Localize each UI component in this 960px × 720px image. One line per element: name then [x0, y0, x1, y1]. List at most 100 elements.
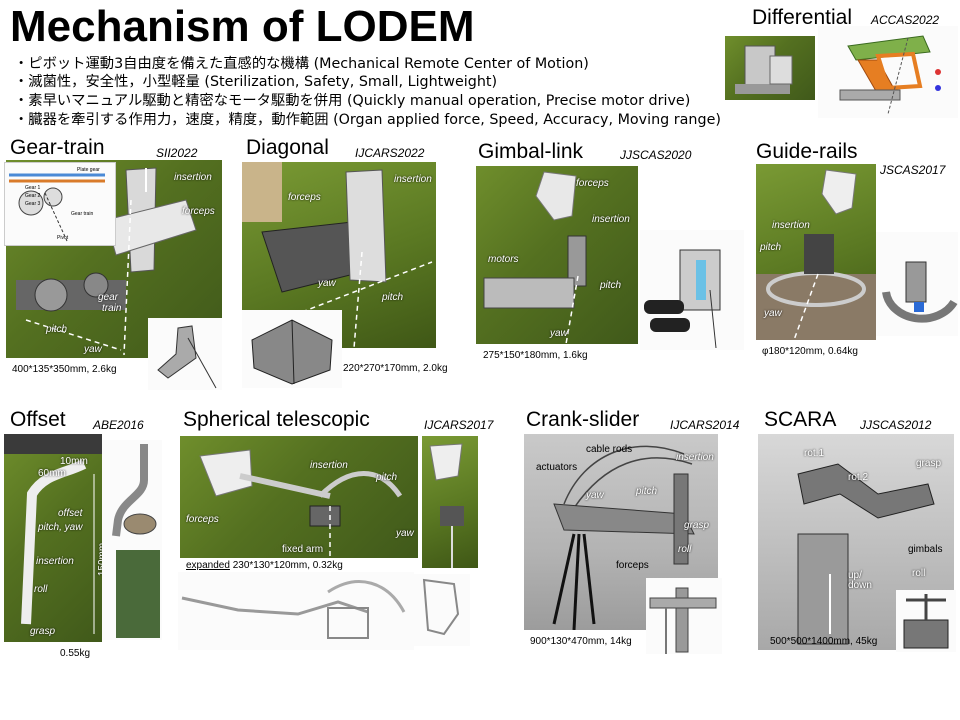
- gimbal-link-photo: forceps insertion motors pitch yaw: [476, 166, 638, 344]
- differential-diagram: [818, 26, 958, 118]
- offset-label-roll: roll: [34, 584, 48, 595]
- crank-slider-label-grasp: grasp: [684, 520, 710, 531]
- gear-train-inset-gear2: Gear 2: [25, 193, 41, 199]
- gear-train-label-gear: gear: [98, 292, 119, 303]
- spherical-telescopic-label-forceps: forceps: [186, 514, 219, 525]
- crank-slider-cad: [646, 578, 722, 654]
- crank-slider-label-insertion: insertion: [676, 452, 714, 463]
- diagonal-label-forceps: forceps: [288, 192, 321, 203]
- offset-ref: ABE2016: [93, 418, 144, 432]
- guide-rails-title: Guide-rails: [756, 140, 858, 163]
- spherical-telescopic-cad-side: [414, 574, 470, 646]
- gimbal-link-ref: JJSCAS2020: [620, 148, 692, 162]
- offset-label-10mm: 10mm: [60, 456, 88, 467]
- gear-train-ref: SII2022: [156, 146, 198, 160]
- gear-train-label-insertion: insertion: [174, 172, 212, 183]
- guide-rails-label-insertion: insertion: [772, 220, 810, 231]
- scara-title: SCARA: [764, 408, 837, 431]
- offset-photo: 10mm 60mm offset pitch, yaw insertion ro…: [4, 434, 102, 642]
- offset-title: Offset: [10, 408, 66, 431]
- spherical-telescopic-spec: expanded 230*130*120mm, 0.32kg: [186, 560, 343, 571]
- gear-train-label-yaw: yaw: [84, 344, 102, 355]
- gear-train-inset-gear3: Gear 3: [25, 201, 41, 207]
- crank-slider-ref: IJCARS2014: [670, 418, 740, 432]
- differential-title: Differential: [752, 6, 852, 29]
- spherical-telescopic-label-fixed-arm: fixed arm: [282, 544, 324, 555]
- crank-slider-label-pitch: pitch: [636, 486, 658, 497]
- spherical-telescopic-label-pitch: pitch: [376, 472, 398, 483]
- gimbal-link-title: Gimbal-link: [478, 140, 584, 163]
- spherical-telescopic-ref: IJCARS2017: [424, 418, 494, 432]
- gear-train-label-train: train: [102, 303, 122, 314]
- gimbal-link-spec: 275*150*180mm, 1.6kg: [483, 350, 588, 361]
- diagonal-cad: [242, 310, 342, 388]
- crank-slider-label-cable-rods: cable rods: [586, 444, 633, 455]
- page-title: Mechanism of LODEM: [10, 2, 475, 51]
- crank-slider-label-forceps: forceps: [616, 560, 649, 571]
- scara-label-down: down: [848, 580, 872, 591]
- gimbal-link-label-insertion: insertion: [592, 214, 630, 225]
- diagonal-label-pitch: pitch: [382, 292, 404, 303]
- offset-label-grasp: grasp: [30, 626, 56, 637]
- guide-rails-photo: insertion pitch yaw: [756, 164, 876, 340]
- gear-train-inset-gear-train: Gear train: [71, 211, 94, 217]
- spherical-telescopic-label-insertion: insertion: [310, 460, 348, 471]
- guide-rails-ref: JSCAS2017: [880, 163, 946, 177]
- gear-train-title: Gear-train: [10, 136, 105, 159]
- spherical-telescopic-cad: [178, 572, 414, 650]
- diagonal-label-insertion: insertion: [394, 174, 432, 185]
- guide-rails-label-yaw: yaw: [764, 308, 782, 319]
- gear-train-cad: [148, 318, 222, 390]
- gimbal-link-label-pitch: pitch: [600, 280, 622, 291]
- bullet-3: ・素早いマニュアル駆動と精密なモータ駆動を併用 (Quickly manual …: [14, 93, 691, 109]
- offset-label-offset: offset: [58, 508, 83, 519]
- offset-label-insertion: insertion: [36, 556, 74, 567]
- scara-label-up: up/: [848, 570, 862, 581]
- diagonal-ref: IJCARS2022: [355, 146, 425, 160]
- gear-train-label-pitch: pitch: [46, 324, 68, 335]
- differential-ref: ACCAS2022: [871, 13, 940, 27]
- offset-label-60mm: 60mm: [38, 468, 66, 479]
- diagonal-title: Diagonal: [246, 136, 329, 159]
- diagonal-spec: 220*270*170mm, 2.0kg: [343, 363, 448, 374]
- crank-slider-label-actuators: actuators: [536, 462, 578, 473]
- scara-label-gimbals: gimbals: [908, 544, 943, 555]
- crank-slider-spec: 900*130*470mm, 14kg: [530, 636, 632, 647]
- offset-cad: [102, 440, 162, 640]
- scara-label-grasp: grasp: [916, 458, 942, 469]
- guide-rails-label-pitch: pitch: [760, 242, 782, 253]
- gear-train-inset-plate-gear: Plate gear: [77, 167, 100, 173]
- gimbal-link-label-yaw: yaw: [550, 328, 568, 339]
- scara-ref: JJSCAS2012: [860, 418, 932, 432]
- offset-label-pitch-yaw: pitch, yaw: [38, 522, 83, 533]
- scara-spec: 500*500*1400mm, 45kg: [770, 636, 878, 647]
- crank-slider-label-yaw: yaw: [586, 490, 604, 501]
- crank-slider-label-roll: roll: [678, 544, 692, 555]
- scara-label-rot2: rot.2: [848, 472, 869, 483]
- differential-photo: [725, 36, 815, 100]
- gimbal-link-cad: [640, 230, 744, 350]
- bullet-2: ・滅菌性，安全性，小型軽量 (Sterilization, Safety, Sm…: [14, 74, 498, 90]
- gear-train-spec: 400*135*350mm, 2.6kg: [12, 364, 117, 375]
- gear-train-inset-pivot: Pivot: [57, 235, 69, 241]
- bullet-4: ・臓器を牽引する作用力，速度，精度，動作範囲 (Organ applied fo…: [14, 112, 721, 128]
- offset-spec: 0.55kg: [60, 648, 91, 659]
- spherical-telescopic-spec-value: 230*130*120mm, 0.32kg: [229, 560, 343, 571]
- scara-cad: [896, 590, 956, 652]
- gear-train-inset-gear1: Gear 1: [25, 185, 41, 191]
- guide-rails-cad: [876, 232, 958, 336]
- spherical-telescopic-side-photo: [422, 436, 478, 568]
- scara-label-rot1: rot.1: [804, 448, 825, 459]
- scara-label-roll: roll: [912, 568, 926, 579]
- gear-train-label-forceps: forceps: [182, 206, 215, 217]
- spherical-telescopic-label-yaw: yaw: [396, 528, 414, 539]
- gimbal-link-label-motors: motors: [488, 254, 519, 265]
- gimbal-link-label-forceps: forceps: [576, 178, 609, 189]
- bullet-1: ・ピボット運動3自由度を備えた直感的な機構 (Mechanical Remote…: [14, 56, 589, 72]
- guide-rails-spec: φ180*120mm, 0.64kg: [762, 346, 858, 357]
- crank-slider-title: Crank-slider: [526, 408, 640, 431]
- spherical-telescopic-spec-expanded: expanded: [186, 560, 230, 571]
- gear-train-inset-diagram: Plate gear Gear 1 Gear 2 Gear 3 Gear tra…: [4, 162, 116, 246]
- spherical-telescopic-photo: insertion pitch forceps fixed arm yaw: [180, 436, 418, 558]
- diagonal-label-yaw: yaw: [318, 278, 336, 289]
